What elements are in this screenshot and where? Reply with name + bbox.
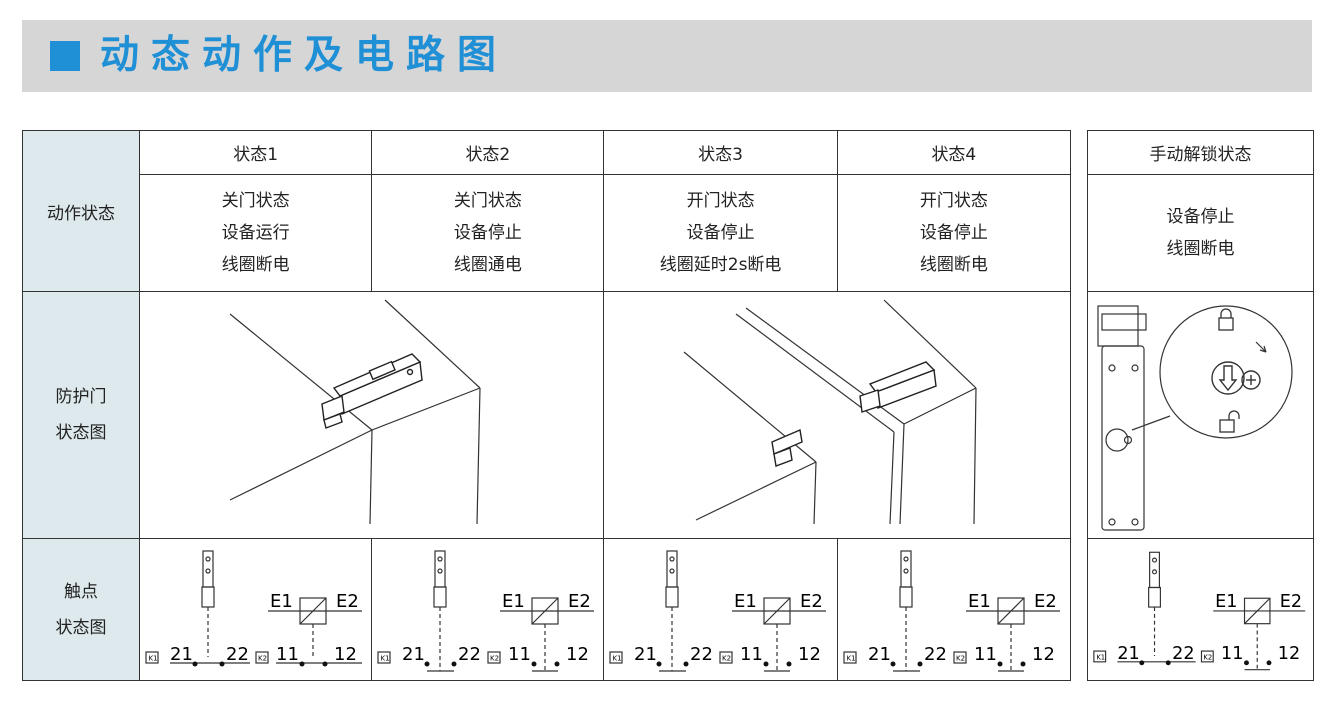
svg-text:12: 12 <box>566 644 589 665</box>
state4-description: 开门状态设备停止线圈断电 <box>836 174 1072 292</box>
contact-state-label: 触点状态图 <box>22 538 140 681</box>
door-switch-icon <box>321 353 423 429</box>
svg-text:K2: K2 <box>1203 653 1212 661</box>
state3-header: 状态3 <box>603 130 838 175</box>
state-table: 动作状态 状态1 状态2 状态3 状态4 关门状态设备运行线圈断电 关门状态设备… <box>22 130 1072 681</box>
svg-text:K1: K1 <box>149 655 158 663</box>
svg-text:E2: E2 <box>1034 591 1057 612</box>
state4-header: 状态4 <box>836 130 1072 175</box>
state1-contact-diagram: K1 K2 21 22 11 12 E1 E2 <box>138 538 373 681</box>
svg-text:21: 21 <box>868 644 891 665</box>
svg-text:K2: K2 <box>956 655 965 663</box>
action-state-label: 动作状态 <box>22 130 140 292</box>
svg-text:21: 21 <box>1117 644 1139 664</box>
manual-contact-diagram: K1 K2 21 22 11 12 E1 E2 <box>1087 538 1314 681</box>
svg-text:12: 12 <box>1278 644 1300 664</box>
svg-text:E1: E1 <box>1215 592 1237 612</box>
svg-text:E1: E1 <box>968 591 991 612</box>
state2-contact-diagram: K1 K2 21 22 11 12 E1 E2 <box>371 538 605 681</box>
svg-text:11: 11 <box>740 644 763 665</box>
title-banner: 动态动作及电路图 <box>22 20 1312 92</box>
svg-text:12: 12 <box>798 644 821 665</box>
svg-text:E2: E2 <box>1280 592 1302 612</box>
state4-contact-diagram: K1 K2 21 22 11 12 E1 E2 <box>836 538 1072 681</box>
svg-text:22: 22 <box>1172 644 1194 664</box>
svg-text:K2: K2 <box>258 655 267 663</box>
svg-text:K2: K2 <box>722 655 731 663</box>
state3-description: 开门状态设备停止线圈延时2s断电 <box>603 174 838 292</box>
svg-text:K1: K1 <box>846 655 855 663</box>
state3-contact-diagram: K1 K2 21 22 11 12 E1 E2 <box>603 538 838 681</box>
svg-text:12: 12 <box>1032 644 1055 665</box>
state2-header: 状态2 <box>371 130 605 175</box>
manual-unlock-header: 手动解锁状态 <box>1087 130 1314 175</box>
svg-text:12: 12 <box>334 644 357 665</box>
svg-text:E1: E1 <box>270 591 293 612</box>
svg-text:K1: K1 <box>1096 653 1105 661</box>
svg-text:E1: E1 <box>734 591 757 612</box>
door-state-label: 防护门状态图 <box>22 291 140 539</box>
manual-unlock-description: 设备停止线圈断电 <box>1087 174 1314 292</box>
lock-closed-icon <box>1218 308 1234 331</box>
square-icon <box>50 41 80 71</box>
svg-text:E2: E2 <box>800 591 823 612</box>
svg-text:22: 22 <box>226 644 249 665</box>
svg-text:11: 11 <box>974 644 997 665</box>
manual-unlock-table: 手动解锁状态 设备停止线圈断电 <box>1087 130 1314 681</box>
svg-text:11: 11 <box>276 644 299 665</box>
door-open-illustration <box>603 291 1071 539</box>
svg-text:K1: K1 <box>613 655 622 663</box>
state1-header: 状态1 <box>138 130 373 175</box>
svg-text:11: 11 <box>1221 644 1243 664</box>
svg-text:11: 11 <box>508 644 531 665</box>
svg-text:21: 21 <box>634 644 657 665</box>
lock-open-icon <box>1219 410 1240 433</box>
svg-text:22: 22 <box>924 644 947 665</box>
svg-text:K1: K1 <box>381 655 390 663</box>
state1-description: 关门状态设备运行线圈断电 <box>138 174 373 292</box>
door-switch-icon <box>771 361 938 467</box>
svg-text:E1: E1 <box>502 591 525 612</box>
svg-text:22: 22 <box>690 644 713 665</box>
page-title: 动态动作及电路图 <box>100 33 509 78</box>
svg-text:E2: E2 <box>336 591 359 612</box>
state2-description: 关门状态设备停止线圈通电 <box>371 174 605 292</box>
key-knob-icon <box>1211 361 1261 395</box>
manual-unlock-illustration <box>1087 291 1314 539</box>
svg-text:22: 22 <box>458 644 481 665</box>
turn-arrow-icon <box>1255 341 1267 353</box>
door-closed-illustration <box>138 291 605 539</box>
svg-text:21: 21 <box>402 644 425 665</box>
svg-text:21: 21 <box>170 644 193 665</box>
svg-text:K2: K2 <box>490 655 499 663</box>
svg-text:E2: E2 <box>568 591 591 612</box>
